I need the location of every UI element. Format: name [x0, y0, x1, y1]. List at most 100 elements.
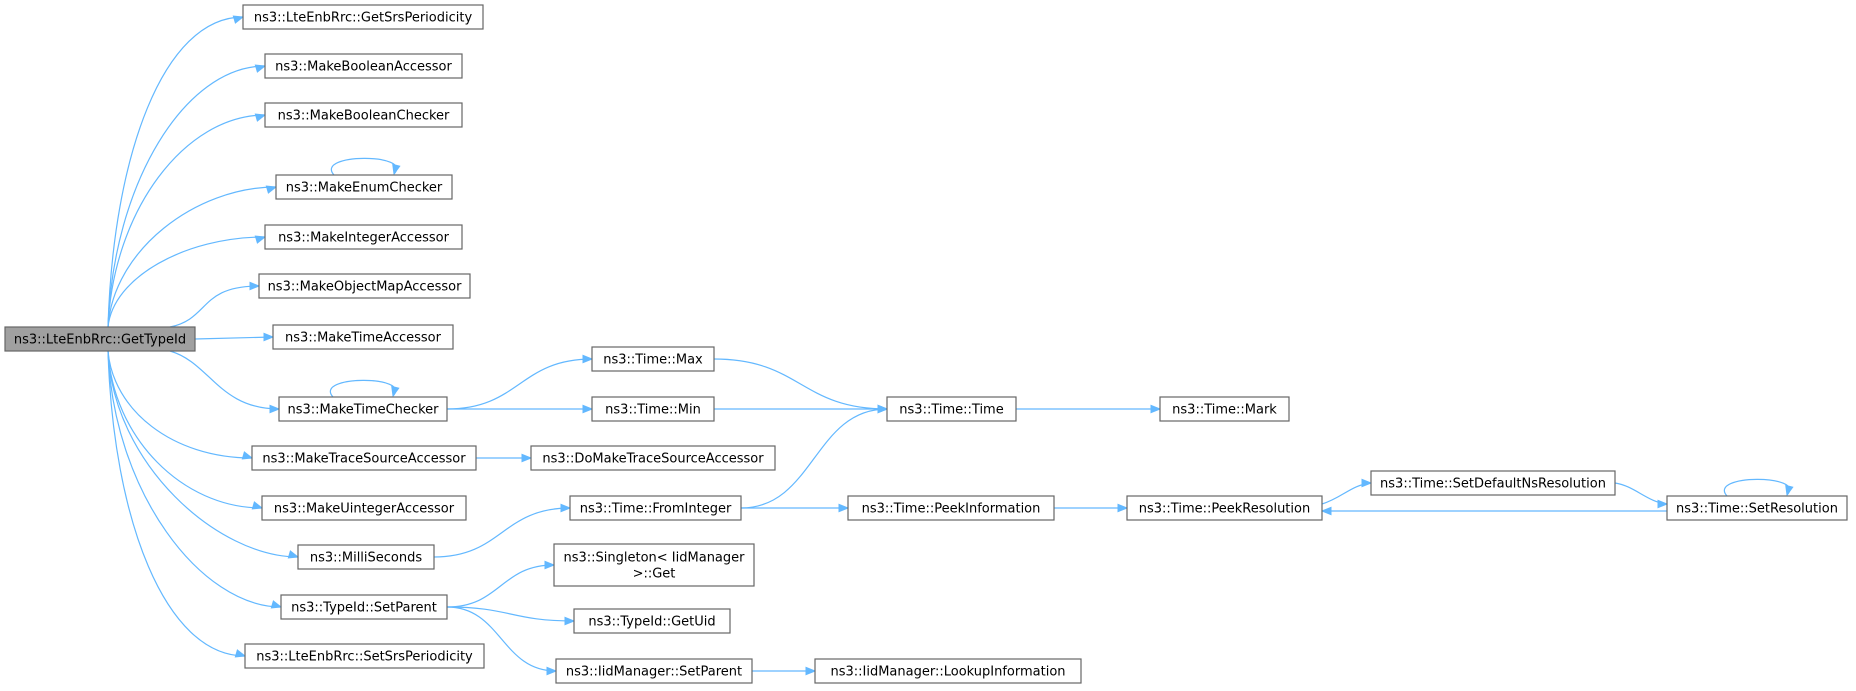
edge-timeMax-to-timeTime — [713, 358, 888, 410]
node-make-uinteger-accessor[interactable]: ns3::MakeUintegerAccessor — [261, 495, 467, 521]
node-box — [251, 445, 477, 471]
edge-root-to-setParent — [107, 350, 282, 608]
edge-root-to-makeTraceSourceAccessor — [107, 350, 253, 459]
node-box — [297, 544, 435, 570]
edge-peekInformation-to-peekResolution-arrowhead — [1117, 503, 1129, 513]
node-time-time[interactable]: ns3::Time::Time — [886, 396, 1017, 422]
node-set-parent[interactable]: ns3::TypeId::SetParent — [280, 594, 448, 620]
node-label: ns3::MakeEnumChecker — [286, 181, 443, 196]
node-label: ns3::LteEnbRrc::SetSrsPeriodicity — [256, 650, 473, 665]
node-lookup-information[interactable]: ns3::IidManager::LookupInformation — [814, 658, 1082, 684]
node-set-default-ns-resolution[interactable]: ns3::Time::SetDefaultNsResolution — [1370, 470, 1616, 496]
node-time-max[interactable]: ns3::Time::Max — [591, 346, 715, 372]
edge-fromInteger-to-peekInformation-arrowhead — [838, 503, 850, 513]
node-make-trace-source-accessor[interactable]: ns3::MakeTraceSourceAccessor — [251, 445, 477, 471]
node-label: ns3::Time::PeekResolution — [1139, 502, 1310, 517]
node-label: ns3::Time::FromInteger — [580, 502, 732, 517]
node-label: ns3::Time::PeekInformation — [862, 502, 1041, 517]
node-box — [569, 495, 742, 521]
node-label: ns3::MakeTimeChecker — [288, 403, 440, 418]
node-make-boolean-accessor[interactable]: ns3::MakeBooleanAccessor — [264, 53, 463, 79]
edge-makeTimeChecker-to-timeMax — [446, 358, 593, 410]
node-box — [264, 53, 463, 79]
node-make-object-map-accessor[interactable]: ns3::MakeObjectMapAccessor — [258, 273, 471, 299]
node-label: ns3::MilliSeconds — [310, 551, 423, 566]
node-label: ns3::TypeId::SetParent — [291, 601, 437, 616]
edge-root-to-makeTimeAccessor — [194, 336, 274, 340]
node-get-srs-periodicity[interactable]: ns3::LteEnbRrc::GetSrsPeriodicity — [242, 4, 484, 30]
edge-makeTimeChecker-to-makeTimeChecker-arrowhead — [391, 385, 400, 398]
edge-root-to-makeUintegerAccessor — [107, 350, 263, 509]
edge-root-to-getSrsPeriodicity-arrowhead — [232, 15, 245, 24]
node-singleton-get[interactable]: ns3::Singleton< IidManager>::Get — [553, 543, 755, 587]
node-box — [1666, 495, 1848, 521]
node-label: ns3::Time::Time — [899, 403, 1003, 418]
edge-root-to-makeTraceSourceAccessor-arrowhead — [241, 451, 254, 460]
node-box — [4, 326, 196, 352]
edge-timeTime-to-timeMark-arrowhead — [1150, 404, 1162, 414]
edge-makeTraceSourceAccessor-to-doMakeTraceSourceAccessor-arrowhead — [521, 453, 533, 463]
edge-root-to-makeTimeChecker — [169, 350, 280, 410]
node-box — [261, 495, 467, 521]
edge-setDefaultNsResolution-to-setResolution-arrowhead — [1657, 499, 1669, 509]
node-label: ns3::Time::SetDefaultNsResolution — [1380, 477, 1606, 492]
node-make-time-accessor[interactable]: ns3::MakeTimeAccessor — [272, 324, 454, 350]
edge-makeTimeChecker-to-timeMin-arrowhead — [582, 404, 594, 414]
node-box — [275, 174, 453, 200]
node-label: ns3::Singleton< IidManager — [563, 551, 745, 566]
node-time-mark[interactable]: ns3::Time::Mark — [1159, 396, 1290, 422]
edge-root-to-makeTimeAccessor-arrowhead — [263, 332, 275, 342]
node-box — [886, 396, 1017, 422]
node-label: ns3::MakeIntegerAccessor — [278, 231, 450, 246]
edge-root-to-makeBooleanChecker-arrowhead — [254, 113, 267, 122]
node-milli-seconds[interactable]: ns3::MilliSeconds — [297, 544, 435, 570]
node-from-integer[interactable]: ns3::Time::FromInteger — [569, 495, 742, 521]
edge-root-to-makeBooleanAccessor-arrowhead — [254, 64, 267, 73]
node-make-integer-accessor[interactable]: ns3::MakeIntegerAccessor — [264, 224, 463, 250]
node-peek-resolution[interactable]: ns3::Time::PeekResolution — [1126, 495, 1323, 521]
node-label: ns3::MakeTraceSourceAccessor — [262, 452, 466, 467]
node-label: ns3::MakeBooleanChecker — [278, 109, 450, 124]
node-label: ns3::MakeBooleanAccessor — [275, 60, 452, 75]
node-box — [573, 608, 731, 634]
edge-setParent-to-singletonGet-arrowhead — [544, 560, 556, 570]
edge-iidSetParent-to-lookupInformation-arrowhead — [805, 666, 817, 676]
node-box — [814, 658, 1082, 684]
edge-fromInteger-to-timeTime — [740, 408, 888, 509]
edge-root-to-makeIntegerAccessor — [107, 236, 266, 328]
edge-root-to-milliSeconds-arrowhead — [287, 550, 300, 559]
node-peek-information[interactable]: ns3::Time::PeekInformation — [847, 495, 1055, 521]
edge-setParent-to-singletonGet — [446, 564, 555, 608]
node-get-uid[interactable]: ns3::TypeId::GetUid — [573, 608, 731, 634]
edge-setResolution-to-peekResolution-arrowhead — [1320, 506, 1332, 516]
edge-setParent-to-getUid-arrowhead — [564, 616, 576, 626]
node-set-srs-periodicity[interactable]: ns3::LteEnbRrc::SetSrsPeriodicity — [244, 643, 485, 669]
edge-fromInteger-to-timeTime-arrowhead — [877, 404, 889, 414]
edge-makeEnumChecker-to-makeEnumChecker-arrowhead — [392, 163, 401, 176]
node-root: ns3::LteEnbRrc::GetTypeId — [4, 326, 196, 352]
node-make-enum-checker[interactable]: ns3::MakeEnumChecker — [275, 174, 453, 200]
node-box — [264, 102, 463, 128]
edge-root-to-makeBooleanChecker — [107, 114, 266, 328]
node-box — [1159, 396, 1290, 422]
node-box — [280, 594, 448, 620]
edge-setResolution-to-setResolution-arrowhead — [1785, 484, 1794, 497]
edge-root-to-makeBooleanAccessor — [107, 65, 266, 328]
node-box — [553, 543, 755, 587]
node-label: ns3::MakeUintegerAccessor — [274, 502, 455, 517]
node-label: ns3::IidManager::SetParent — [566, 665, 742, 680]
edge-root-to-setSrsPeriodicity — [107, 350, 246, 657]
node-set-resolution[interactable]: ns3::Time::SetResolution — [1666, 495, 1848, 521]
node-box — [272, 324, 454, 350]
node-iid-set-parent[interactable]: ns3::IidManager::SetParent — [555, 658, 753, 684]
node-label: ns3::TypeId::GetUid — [588, 615, 715, 630]
edge-makeTimeChecker-to-makeTimeChecker — [329, 379, 397, 398]
edge-root-to-makeObjectMapAccessor-arrowhead — [249, 281, 261, 291]
node-time-min[interactable]: ns3::Time::Min — [591, 396, 715, 422]
node-make-time-checker[interactable]: ns3::MakeTimeChecker — [278, 396, 448, 422]
edge-setResolution-to-setResolution — [1723, 478, 1791, 497]
node-make-boolean-checker[interactable]: ns3::MakeBooleanChecker — [264, 102, 463, 128]
node-label: ns3::Time::Min — [605, 403, 701, 418]
node-do-make-trace-source-accessor[interactable]: ns3::DoMakeTraceSourceAccessor — [530, 445, 776, 471]
